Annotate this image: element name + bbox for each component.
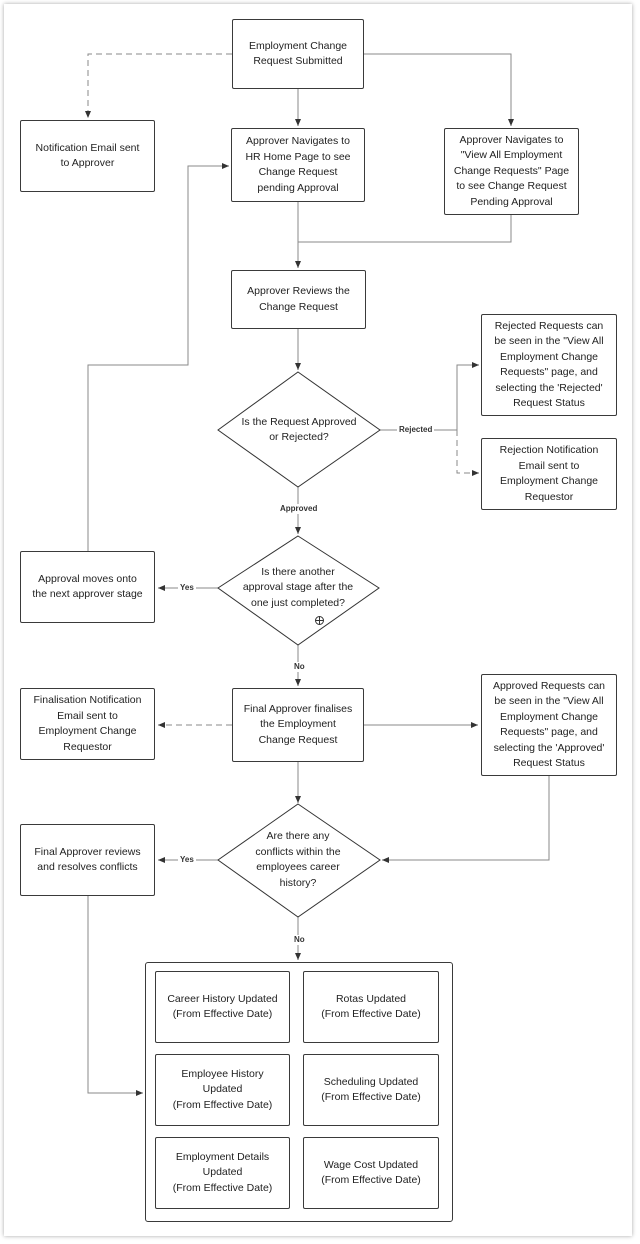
node-label: Rejected Requests can be seen in the "Vi…	[494, 319, 604, 410]
node-label: Approval moves onto the next approver st…	[32, 572, 143, 601]
decision-label: Is there another approval stage after th…	[242, 565, 354, 609]
node-finalisation-notification-email: Finalisation Notification Email sent to …	[20, 688, 155, 760]
edge-submitted-viewall	[364, 53, 514, 126]
node-label: Final Approver reviews and resolves conf…	[34, 845, 141, 874]
node-label: Scheduling Updated (From Effective Date)	[321, 1075, 421, 1104]
edge-approvedview-conflicts	[382, 776, 550, 863]
node-navigate-view-all: Approver Navigates to "View All Employme…	[444, 128, 579, 215]
edge-label-yes-stage: Yes	[178, 583, 196, 593]
edge-label-rejected: Rejected	[397, 425, 435, 435]
edge-label-no-stage: No	[292, 662, 307, 672]
node-label: Wage Cost Updated (From Effective Date)	[321, 1158, 421, 1187]
edge-submitted-notify	[85, 53, 232, 118]
node-scheduling-updated: Scheduling Updated (From Effective Date)	[303, 1054, 439, 1126]
node-label: Approved Requests can be seen in the "Vi…	[492, 679, 606, 770]
decision-approved-text: Is the Request Approved or Rejected?	[228, 400, 370, 460]
node-label: Rotas Updated (From Effective Date)	[321, 992, 421, 1021]
node-employment-details-updated: Employment Details Updated (From Effecti…	[155, 1137, 290, 1209]
decision-another-stage-text: Is there another approval stage after th…	[222, 558, 374, 618]
edge-decision-rejectedview	[380, 362, 479, 431]
node-label: Approver Navigates to "View All Employme…	[453, 133, 570, 208]
decision-diamond-another-stage	[217, 535, 380, 646]
node-rejected-requests-view: Rejected Requests can be seen in the "Vi…	[481, 314, 617, 416]
decision-conflicts-text: Are there any conflicts within the emplo…	[232, 822, 364, 898]
node-final-approver-finalises: Final Approver finalises the Employment …	[232, 688, 364, 762]
node-label: Finalisation Notification Email sent to …	[33, 694, 142, 753]
node-rotas-updated: Rotas Updated (From Effective Date)	[303, 971, 439, 1043]
edge-resolve-container	[87, 896, 143, 1096]
node-label: Employment Change Request Submitted	[248, 39, 348, 68]
decision-diamond-conflicts	[217, 803, 381, 918]
node-label: Notification Email sent to Approver	[35, 141, 140, 170]
node-navigate-hr-home: Approver Navigates to HR Home Page to se…	[231, 128, 365, 202]
edge-decision-rejectionemail	[456, 430, 479, 476]
node-request-submitted: Employment Change Request Submitted	[232, 19, 364, 89]
node-label: Approver Navigates to HR Home Page to se…	[245, 135, 351, 194]
node-rejection-notification-email: Rejection Notification Email sent to Emp…	[481, 438, 617, 510]
decision-label: Is the Request Approved or Rejected?	[241, 415, 357, 444]
node-resolve-conflicts: Final Approver reviews and resolves conf…	[20, 824, 155, 896]
edge-viewall-reviews	[298, 215, 512, 243]
decision-diamond-approved	[217, 371, 381, 488]
edge-label-no-conflicts: No	[292, 935, 307, 945]
node-label: Employment Details Updated (From Effecti…	[172, 1150, 273, 1194]
node-notification-email-approver: Notification Email sent to Approver	[20, 120, 155, 192]
node-label: Rejection Notification Email sent to Emp…	[499, 444, 599, 503]
node-approved-requests-view: Approved Requests can be seen in the "Vi…	[481, 674, 617, 776]
edge-label-yes-conflicts: Yes	[178, 855, 196, 865]
node-label: Employee History Updated (From Effective…	[172, 1067, 273, 1111]
node-career-history-updated: Career History Updated (From Effective D…	[155, 971, 290, 1043]
edge-label-approved: Approved	[278, 504, 320, 514]
node-label: Approver Reviews the Change Request	[247, 285, 350, 313]
node-employee-history-updated: Employee History Updated (From Effective…	[155, 1054, 290, 1126]
node-approver-reviews: Approver Reviews the Change Request	[231, 270, 366, 329]
node-wage-cost-updated: Wage Cost Updated (From Effective Date)	[303, 1137, 439, 1209]
plus-circle-icon	[315, 616, 324, 625]
node-label: Final Approver finalises the Employment …	[243, 702, 353, 746]
edge-nextstage-home	[87, 163, 229, 551]
decision-label: Are there any conflicts within the emplo…	[255, 830, 341, 889]
node-label: Career History Updated (From Effective D…	[167, 992, 278, 1021]
node-next-approver-stage: Approval moves onto the next approver st…	[20, 551, 155, 623]
